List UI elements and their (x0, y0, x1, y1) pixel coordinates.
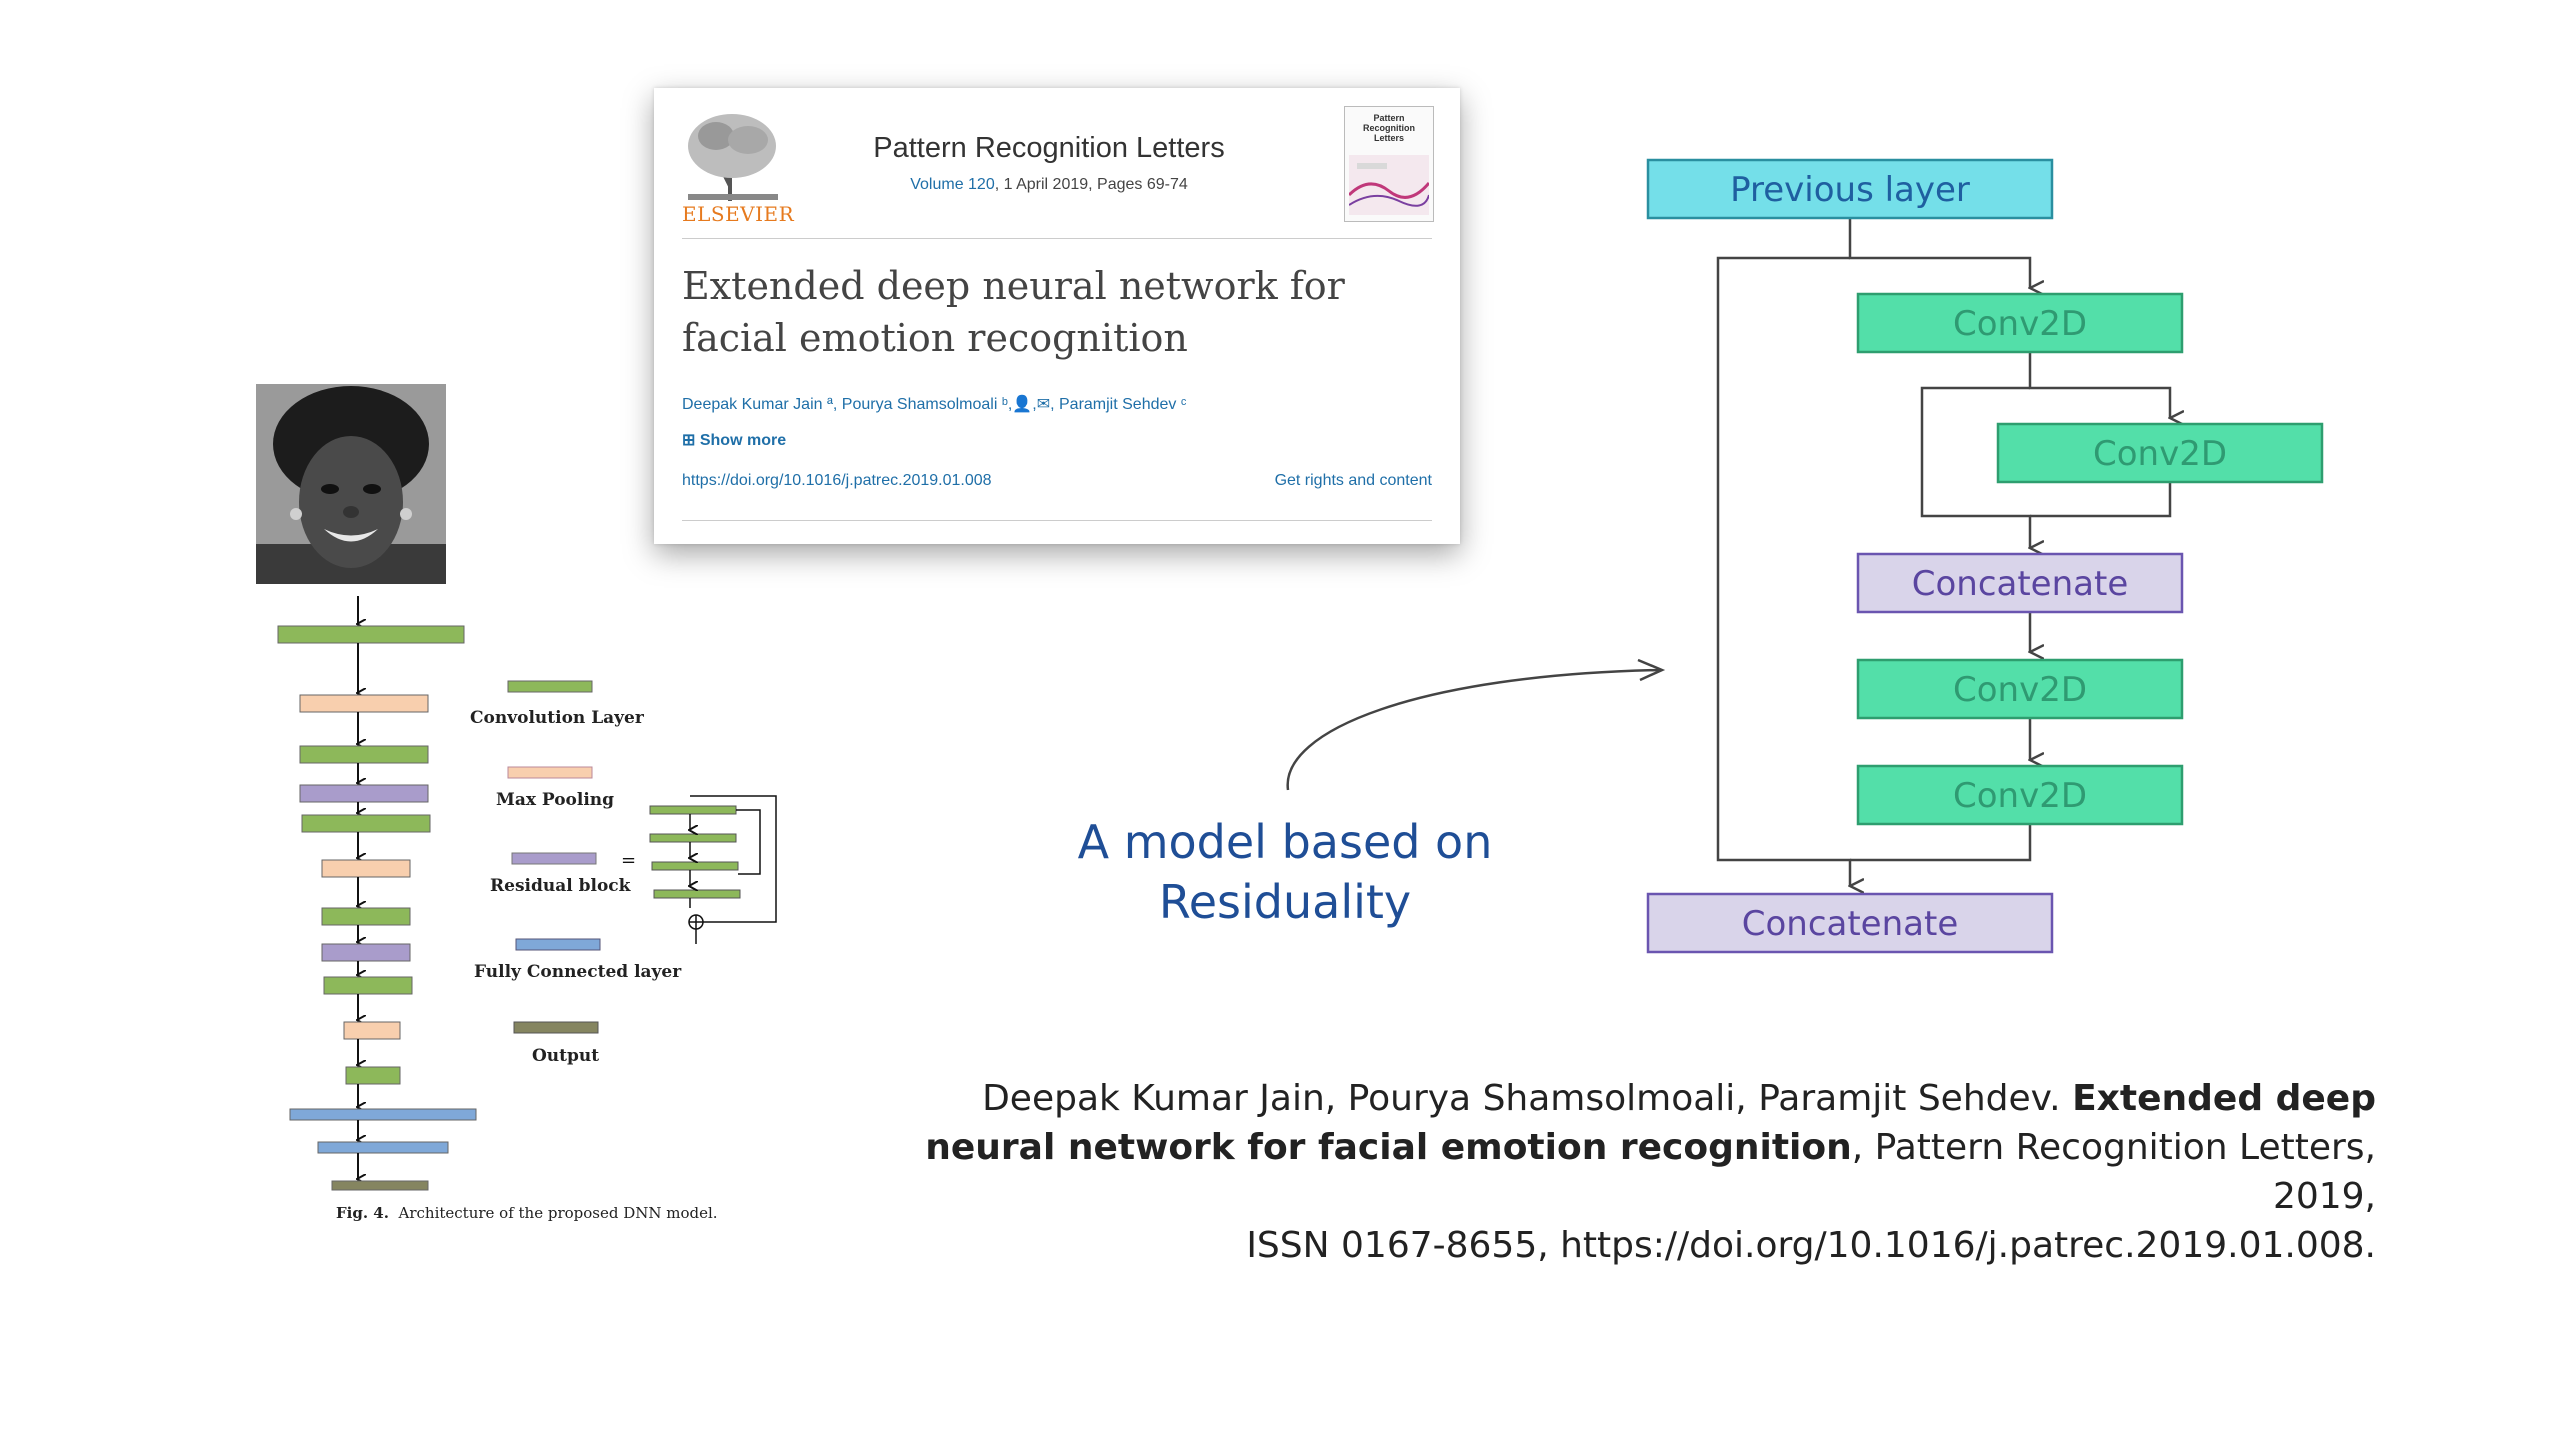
svg-text:Conv2D: Conv2D (2093, 434, 2227, 474)
show-more-link[interactable]: ⊞ Show more (682, 432, 787, 449)
svg-text:Conv2D: Conv2D (1953, 776, 2087, 816)
node-previous-layer: Previous layer (1646, 158, 2054, 220)
stack-layer-convolution (277, 625, 465, 644)
stack-layer-convolution (299, 745, 429, 764)
citation-journal: , Pattern Recognition Letters, 2019, (1851, 1127, 2376, 1217)
node-concatenate-outer: Concatenate (1646, 892, 2054, 954)
stack-layer-max-pooling (343, 1021, 401, 1040)
figure-caption-text: Architecture of the proposed DNN model. (398, 1204, 718, 1222)
card-divider-bottom (682, 520, 1432, 521)
volume-link[interactable]: Volume 120 (910, 176, 995, 193)
cover-art (1349, 155, 1429, 215)
card-divider-top (682, 238, 1432, 239)
author-list[interactable]: Deepak Kumar Jain ª, Pourya Shamsolmoali… (682, 396, 1187, 413)
stack-layer-convolution (345, 1066, 401, 1085)
doi-link[interactable]: https://doi.org/10.1016/j.patrec.2019.01… (682, 472, 992, 489)
stack-layer-residual (299, 784, 429, 803)
stack-layer-residual (321, 943, 411, 962)
legend-label-residual: Residual block (490, 876, 631, 896)
svg-text:Concatenate: Concatenate (1912, 564, 2129, 604)
volume-details: , 1 April 2019, Pages 69-74 (994, 176, 1188, 193)
stack-layer-convolution (323, 976, 413, 995)
annotation-line-2: Residuality (1158, 875, 1412, 929)
elsevier-tree-logo (680, 106, 786, 206)
legend-swatch-residual (511, 852, 597, 865)
publisher-name: ELSEVIER (682, 202, 795, 226)
stack-layer-max-pooling (321, 859, 411, 878)
equals-sign: = (621, 850, 636, 871)
journal-meta: Volume 120, 1 April 2019, Pages 69-74 (814, 176, 1284, 194)
stack-layer-fully-connected (317, 1141, 449, 1154)
annotation-arrow (1286, 658, 1666, 791)
architecture-figure: = (277, 596, 777, 1191)
paper-card: ELSEVIER Pattern Recognition Letters Vol… (654, 88, 1460, 544)
node-conv-c: Conv2D (1856, 658, 2184, 720)
stack-layer-convolution (301, 814, 431, 833)
residual-diagram: Previous layer Conv2D Conv2D Concatenate… (1646, 158, 2324, 954)
journal-cover[interactable]: Pattern Recognition Letters (1344, 106, 1434, 222)
legend-swatch-convolution (507, 680, 593, 693)
node-conv-b: Conv2D (1996, 422, 2324, 484)
stack-layer-max-pooling (299, 694, 429, 713)
legend-label-max-pooling: Max Pooling (496, 790, 615, 810)
citation: Deepak Kumar Jain, Pourya Shamsolmoali, … (876, 1074, 2376, 1270)
citation-title: Extended deep neural network for facial … (925, 1078, 2376, 1168)
figure-caption: Fig. 4. Architecture of the proposed DNN… (336, 1204, 718, 1222)
svg-text:Previous layer: Previous layer (1730, 170, 1970, 210)
face-photo (256, 384, 446, 584)
rights-link[interactable]: Get rights and content (1274, 472, 1432, 489)
svg-text:Conv2D: Conv2D (1953, 670, 2087, 710)
journal-name[interactable]: Pattern Recognition Letters (873, 132, 1225, 164)
annotation-text: A model based on Residuality (1040, 812, 1530, 932)
residual-block-detail (649, 795, 777, 944)
svg-text:Concatenate: Concatenate (1742, 904, 1959, 944)
legend-label-convolution: Convolution Layer (470, 708, 644, 728)
cover-title: Pattern Recognition Letters (1363, 113, 1415, 143)
svg-text:Conv2D: Conv2D (1953, 304, 2087, 344)
diagram-connectors (1716, 216, 2170, 886)
citation-issn-doi: ISSN 0167-8655, https://doi.org/10.1016/… (1246, 1225, 2376, 1266)
node-conv-d: Conv2D (1856, 764, 2184, 826)
legend-label-fully-connected: Fully Connected layer (474, 962, 682, 982)
legend-swatch-max-pooling (507, 766, 593, 779)
stack-layer-fully-connected (289, 1108, 477, 1121)
article-title: Extended deep neural network for facial … (682, 264, 1345, 360)
legend-label-output: Output (532, 1046, 600, 1066)
citation-authors: Deepak Kumar Jain, Pourya Shamsolmoali, … (982, 1078, 2061, 1119)
node-conv-a: Conv2D (1856, 292, 2184, 354)
legend-swatch-fully-connected (515, 938, 601, 951)
architecture-stack (277, 596, 477, 1191)
node-concatenate-inner: Concatenate (1856, 552, 2184, 614)
legend-swatch-output (513, 1021, 599, 1034)
stack-layer-convolution (321, 907, 411, 926)
figure-caption-label: Fig. 4. (336, 1204, 389, 1222)
annotation-line-1: A model based on (1077, 815, 1493, 869)
stack-layer-output (331, 1180, 429, 1191)
